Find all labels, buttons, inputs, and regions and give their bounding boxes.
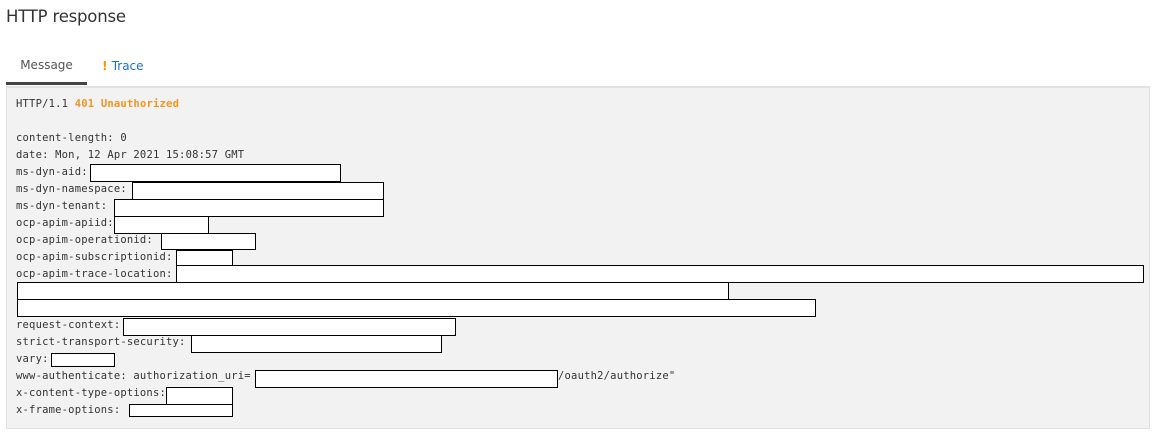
- header-name: ocp-apim-trace-location:: [16, 268, 173, 280]
- tab-trace[interactable]: !Trace: [102, 52, 144, 82]
- redacted-value-x-frame-options: [129, 404, 233, 417]
- page-title: HTTP response: [6, 7, 126, 26]
- redacted-value-ocp-apim-operationid: [161, 233, 256, 250]
- header-name: ms-dyn-aid:: [16, 166, 88, 178]
- header-ocp-apim-subscriptionid: ocp-apim-subscriptionid:: [16, 249, 173, 266]
- header-name: ocp-apim-apiid:: [16, 217, 114, 229]
- header-name: ocp-apim-operationid:: [16, 234, 160, 246]
- redacted-value-ocp-apim-apiid: [114, 216, 209, 234]
- header-name: ocp-apim-subscriptionid:: [16, 251, 173, 263]
- redacted-value-ocp-apim-subscriptionid: [176, 250, 233, 266]
- header-request-context: request-context:: [16, 317, 120, 334]
- header-date: date: Mon, 12 Apr 2021 15:08:57 GMT: [16, 147, 244, 164]
- header-strict-transport-security: strict-transport-security:: [16, 334, 192, 351]
- redacted-value-ocp-apim-trace-location: [176, 265, 1144, 283]
- header-ocp-apim-operationid: ocp-apim-operationid:: [16, 232, 159, 249]
- header-name: x-content-type-options:: [16, 387, 166, 399]
- header-x-frame-options: x-frame-options:: [16, 402, 127, 419]
- header-ocp-apim-apiid: ocp-apim-apiid:: [16, 215, 114, 232]
- warning-icon: !: [102, 58, 108, 73]
- header-www-authenticate: www-authenticate: authorization_uri=: [16, 368, 251, 385]
- tab-message[interactable]: Message: [6, 52, 87, 85]
- header-name: ms-dyn-tenant:: [16, 200, 114, 212]
- header-ms-dyn-namespace: ms-dyn-namespace:: [16, 181, 133, 198]
- header-www-authenticate-suffix: /oauth2/authorize": [558, 370, 676, 382]
- redacted-value-trace-location-line3: [17, 299, 816, 317]
- header-ocp-apim-trace-location: ocp-apim-trace-location:: [16, 266, 173, 283]
- header-x-content-type-options: x-content-type-options:: [16, 385, 166, 402]
- protocol: HTTP/1.1: [16, 98, 69, 110]
- redacted-value-trace-location-line2: [17, 282, 729, 300]
- header-name: content-length:: [16, 132, 121, 144]
- header-name: vary:: [16, 353, 49, 365]
- redacted-value-ms-dyn-namespace: [132, 182, 384, 200]
- header-value: 0: [120, 132, 127, 144]
- redacted-value-strict-transport-security: [191, 335, 442, 353]
- header-name: strict-transport-security:: [16, 336, 193, 348]
- redacted-value-authorization-uri: [255, 370, 558, 388]
- header-content-length: content-length: 0: [16, 130, 127, 147]
- header-name: x-frame-options:: [16, 404, 127, 416]
- header-vary: vary:: [16, 351, 49, 368]
- redacted-value-x-content-type-options: [166, 387, 233, 405]
- status-code: 401: [74, 98, 95, 110]
- header-name: www-authenticate: authorization_uri=: [16, 370, 251, 382]
- redacted-value-vary: [51, 353, 115, 367]
- tab-message-label: Message: [20, 58, 73, 72]
- header-ms-dyn-tenant: ms-dyn-tenant:: [16, 198, 114, 215]
- redacted-value-request-context: [123, 318, 456, 336]
- header-value: Mon, 12 Apr 2021 15:08:57 GMT: [55, 149, 245, 161]
- header-name: ms-dyn-namespace:: [16, 183, 134, 195]
- header-name: request-context:: [16, 319, 121, 331]
- header-name: date:: [16, 149, 56, 161]
- status-line: HTTP/1.1 401 Unauthorized: [16, 96, 179, 113]
- redacted-value-ms-dyn-tenant: [114, 199, 384, 217]
- redacted-value-ms-dyn-aid: [90, 164, 341, 182]
- header-ms-dyn-aid: ms-dyn-aid:: [16, 164, 88, 181]
- status-text: Unauthorized: [100, 98, 180, 110]
- tab-trace-label: Trace: [111, 59, 144, 73]
